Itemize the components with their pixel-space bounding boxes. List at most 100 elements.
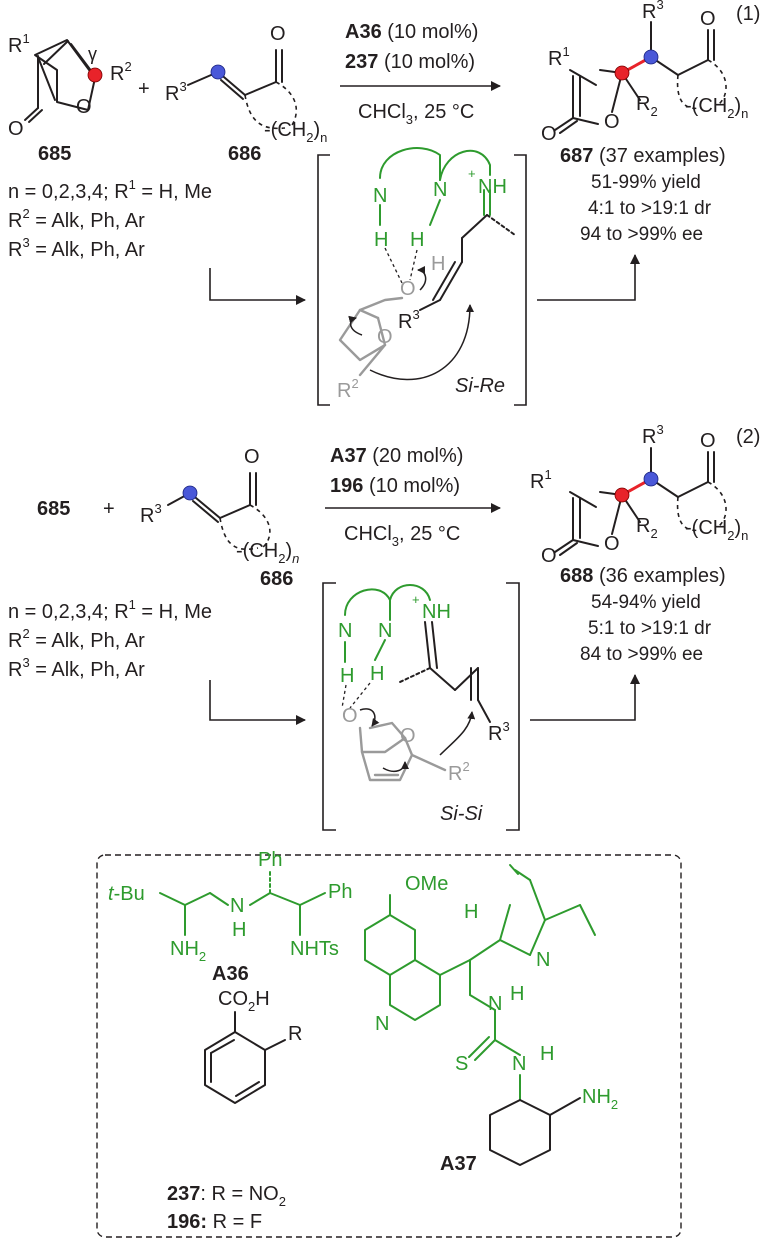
svg-text:237: R = NO2: 237: R = NO2 — [167, 1183, 286, 1209]
svg-text:687 (37 examples): 687 (37 examples) — [560, 145, 726, 167]
svg-text:H: H — [232, 919, 246, 941]
benzoic-acid: CO2H R 237: R = NO2 196: R = F — [167, 988, 302, 1233]
svg-text:t-Bu: t-Bu — [108, 883, 145, 905]
svg-text:R1: R1 — [8, 31, 30, 57]
a36-label: A36 — [212, 963, 249, 985]
ts-2-label: Si-Si — [440, 803, 483, 825]
svg-text:NH2: NH2 — [170, 938, 206, 964]
product-688: R1 R3 O O O R2 -(CH2)n 688 (36 examples)… — [530, 422, 748, 665]
substrate-686-2: R3 O -(CH2)n 686 — [140, 446, 299, 590]
svg-text:R3 = Alk, Ph, Ar: R3 = Alk, Ph, Ar — [8, 235, 145, 261]
svg-text:H: H — [540, 1043, 554, 1065]
svg-text:CHCl3, 25 °C: CHCl3, 25 °C — [358, 101, 474, 127]
svg-text:O: O — [400, 725, 416, 747]
svg-text:O: O — [541, 545, 557, 567]
substrate-686: R3 O -(CH2)n 686 — [165, 23, 327, 165]
svg-text:R3: R3 — [140, 501, 162, 527]
svg-text:R2: R2 — [636, 93, 658, 119]
svg-text:R3: R3 — [488, 719, 510, 745]
svg-text:A37 (20 mol%): A37 (20 mol%) — [330, 445, 463, 467]
svg-text:R2: R2 — [448, 759, 470, 785]
svg-text:R2 = Alk, Ph, Ar: R2 = Alk, Ph, Ar — [8, 206, 145, 232]
reaction-2: 685 + R3 O -(CH2)n 686 A37 (20 mol%) 196… — [8, 422, 760, 831]
svg-text:A36 (10 mol%): A36 (10 mol%) — [345, 21, 478, 43]
plus-sign: + — [138, 78, 150, 100]
compound-686-label: 686 — [228, 143, 261, 165]
ring-oxygen: O — [76, 96, 92, 118]
catalyst-a36: t-Bu NH2 N H Ph Ph NHTs A36 — [108, 849, 352, 985]
svg-text:OMe: OMe — [405, 873, 448, 895]
svg-text:S: S — [455, 1053, 468, 1075]
svg-text:O: O — [342, 705, 358, 727]
compound-688-label: 688 — [560, 565, 593, 587]
svg-text:n = 0,2,3,4; R1 = H, Me: n = 0,2,3,4; R1 = H, Me — [8, 597, 212, 623]
gamma-label: γ — [88, 44, 97, 64]
svg-text:54-94% yield: 54-94% yield — [591, 592, 701, 613]
svg-text:O: O — [270, 23, 286, 45]
a37-label: A37 — [440, 1153, 477, 1175]
svg-text:94 to >99% ee: 94 to >99% ee — [580, 224, 703, 245]
svg-text:R3 = Alk, Ph, Ar: R3 = Alk, Ph, Ar — [8, 655, 145, 681]
svg-text:R2: R2 — [337, 376, 359, 402]
svg-text:N: N — [536, 949, 550, 971]
svg-text:+: + — [412, 592, 420, 607]
compound-686-label-2: 686 — [260, 568, 293, 590]
svg-text:O: O — [604, 533, 620, 555]
svg-text:H: H — [410, 229, 424, 251]
compound-685-label-2: 685 — [37, 498, 70, 520]
svg-text:R3: R3 — [642, 422, 664, 448]
svg-text:H: H — [340, 665, 354, 687]
svg-text:-(CH2)n: -(CH2)n — [685, 95, 748, 121]
svg-text:NH2: NH2 — [582, 1086, 618, 1112]
svg-text:R2: R2 — [636, 515, 658, 541]
svg-text:O: O — [604, 111, 620, 133]
svg-text:Ph: Ph — [328, 881, 352, 903]
svg-text:CO2H: CO2H — [218, 988, 270, 1014]
flow-arrow-in-2 — [209, 680, 306, 725]
svg-text:O: O — [377, 326, 393, 348]
svg-text:N: N — [433, 179, 447, 201]
svg-text:R3: R3 — [165, 79, 187, 105]
carbonyl-oxygen: O — [8, 118, 24, 140]
compound-685-label: 685 — [38, 143, 71, 165]
svg-text:CHCl3, 25 °C: CHCl3, 25 °C — [344, 523, 460, 549]
gamma-carbon-atom — [87, 67, 103, 83]
reaction-1-number: (1) — [736, 3, 760, 25]
flow-arrow-in-1 — [209, 268, 306, 305]
ts-1-label: Si-Re — [455, 375, 505, 397]
svg-text:R3: R3 — [642, 0, 664, 23]
svg-text:196 (10 mol%): 196 (10 mol%) — [330, 475, 460, 497]
svg-text:O: O — [541, 123, 557, 145]
svg-text:H: H — [464, 901, 478, 923]
reaction-2-number: (2) — [736, 426, 760, 448]
svg-text:+: + — [468, 166, 476, 181]
beta-carbon-atom — [210, 64, 226, 80]
svg-text:H: H — [510, 983, 524, 1005]
svg-text:O: O — [244, 446, 260, 468]
svg-text:n = 0,2,3,4; R1 = H, Me: n = 0,2,3,4; R1 = H, Me — [8, 177, 212, 203]
svg-text:Ph: Ph — [258, 849, 282, 871]
substrate-685: R1 γ R2 O O 685 — [8, 31, 132, 165]
reaction-1-scope: n = 0,2,3,4; R1 = H, Me R2 = Alk, Ph, Ar… — [8, 177, 212, 261]
reaction-2-scope: n = 0,2,3,4; R1 = H, Me R2 = Alk, Ph, Ar… — [8, 597, 212, 681]
svg-text:R2 = Alk, Ph, Ar: R2 = Alk, Ph, Ar — [8, 626, 145, 652]
svg-text:237 (10 mol%): 237 (10 mol%) — [345, 51, 475, 73]
svg-text:688 (36 examples): 688 (36 examples) — [560, 565, 726, 587]
reaction-1: R1 γ R2 O O 685 + R3 O -(CH2)n 686 A36 ( — [8, 0, 760, 406]
svg-text:NHTs: NHTs — [290, 938, 339, 960]
svg-text:N: N — [375, 1013, 389, 1035]
svg-text:R1: R1 — [530, 467, 552, 493]
svg-text:H: H — [370, 663, 384, 685]
svg-text:H: H — [431, 253, 445, 275]
svg-text:-(CH2)n: -(CH2)n — [236, 540, 299, 566]
svg-text:+: + — [103, 498, 115, 520]
svg-text:51-99% yield: 51-99% yield — [591, 172, 701, 193]
svg-text:4:1 to >19:1 dr: 4:1 to >19:1 dr — [588, 198, 712, 219]
svg-text:NH: NH — [478, 176, 507, 198]
svg-text:196: R = F: 196: R = F — [167, 1211, 262, 1233]
product-687: R1 R3 O O O R2 -(CH2)n 687 (37 examples)… — [541, 0, 748, 245]
svg-text:-(CH2)n: -(CH2)n — [685, 517, 748, 543]
svg-text:R: R — [288, 1023, 302, 1045]
flow-arrow-out-2 — [530, 674, 640, 721]
